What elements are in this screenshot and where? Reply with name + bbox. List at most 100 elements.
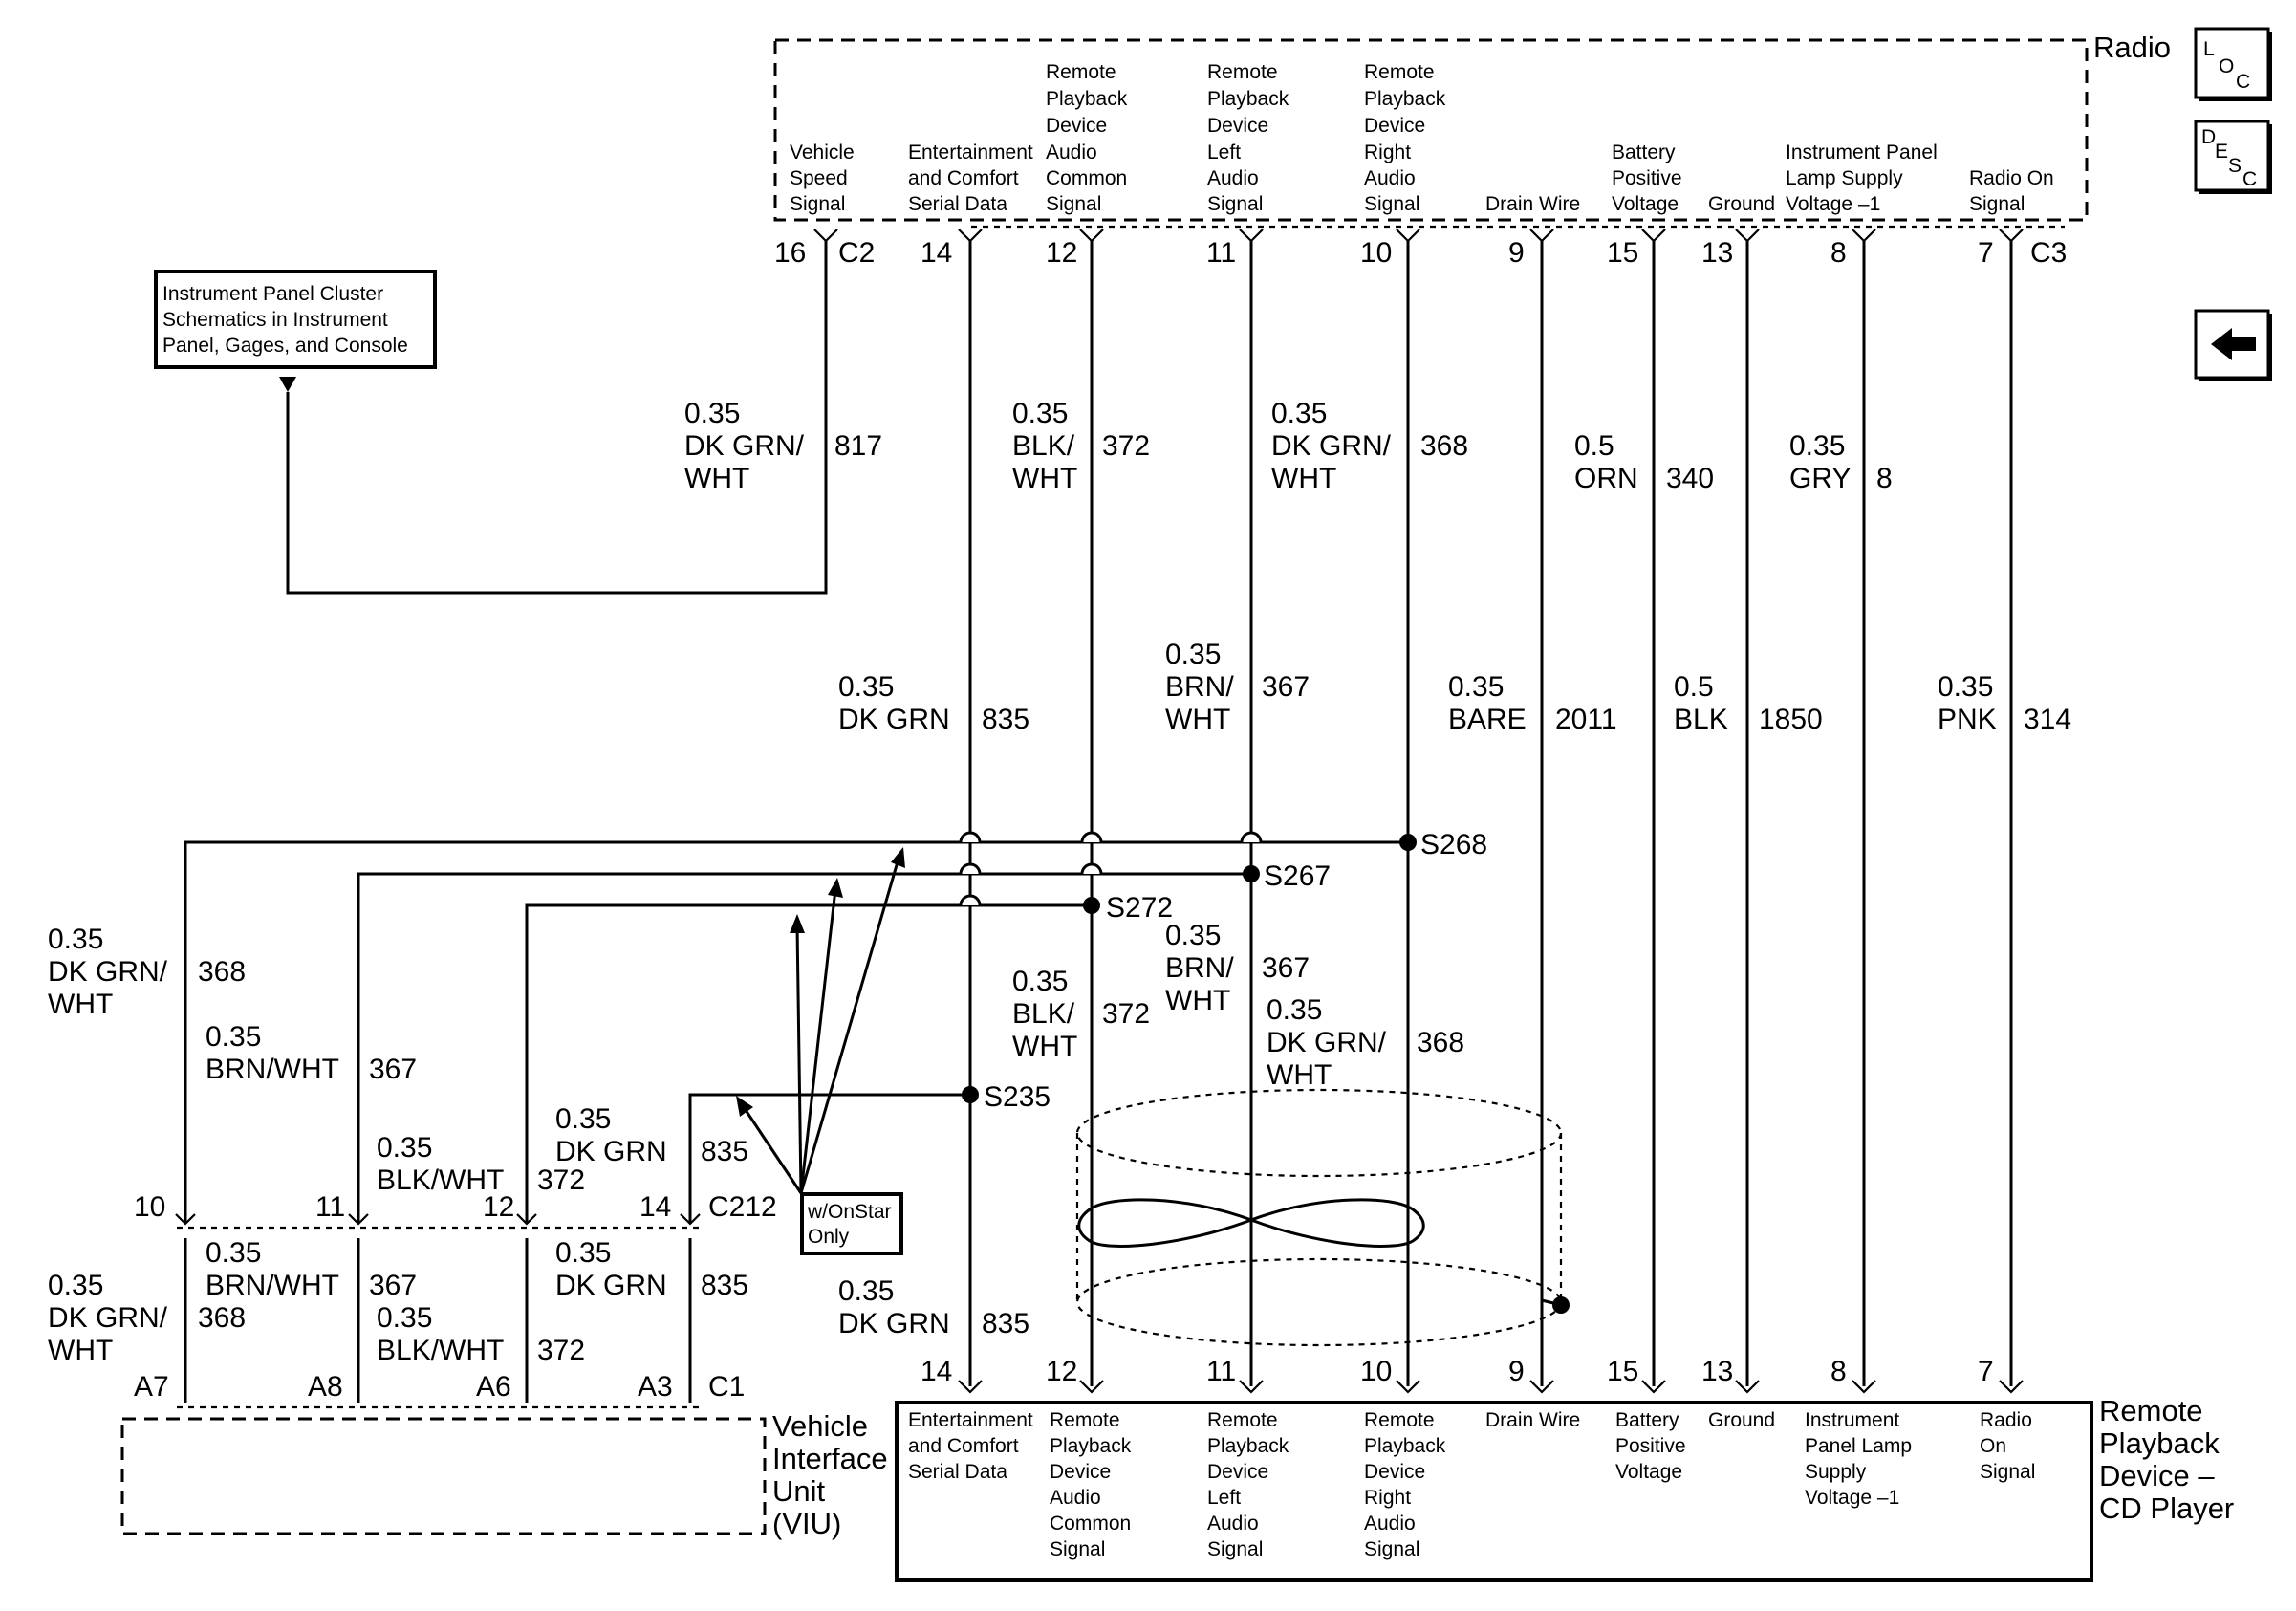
c212-pin-number: 12	[483, 1191, 514, 1223]
onstar-note-box	[800, 1192, 903, 1255]
onstar-pointers	[742, 858, 900, 1194]
radio-outline	[773, 38, 2089, 222]
arrow-down-icon	[279, 377, 296, 392]
splice-label: S235	[984, 1081, 1051, 1113]
cd-pin-number: 9	[1508, 1356, 1525, 1387]
wire-circuit: 835	[982, 1308, 1029, 1339]
wire-372-branch	[525, 903, 1092, 1224]
wire-circuit: 372	[1102, 430, 1150, 462]
radio-connector-c3: C3	[2030, 237, 2067, 269]
cd-pin-label: Drain Wire	[1485, 1409, 1580, 1431]
wire-circuit: 372	[1102, 998, 1150, 1030]
loc-letter: L	[2203, 38, 2215, 60]
shield-bottom-ellipse	[1075, 1257, 1563, 1347]
wire-circuit: 367	[1262, 671, 1310, 703]
radio-pin-number: 13	[1701, 237, 1733, 269]
cd-pin-number: 14	[921, 1356, 952, 1387]
radio-pin-number: 9	[1508, 237, 1525, 269]
cd-pin-number: 11	[1206, 1356, 1236, 1387]
wire-817	[286, 241, 828, 595]
wire-circuit: 835	[982, 704, 1029, 735]
desc-letter: C	[2242, 168, 2257, 190]
wire-367-branch	[357, 872, 1251, 1224]
radio-pin-number: 14	[921, 237, 952, 269]
loc-button[interactable]: L O C	[2194, 27, 2272, 101]
radio-pin-label: Drain Wire	[1485, 193, 1580, 215]
splice-label: S272	[1106, 892, 1173, 924]
wire-circuit: 835	[701, 1136, 748, 1167]
cd-pin-label: Ground	[1708, 1409, 1775, 1431]
loc-letter: C	[2236, 71, 2250, 93]
c212-pin-number: 10	[134, 1191, 165, 1223]
radio-pin-number: 8	[1830, 237, 1847, 269]
splice-node	[962, 1086, 979, 1103]
radio-connector-c2: C2	[838, 237, 875, 269]
wire-circuit: 1850	[1759, 704, 1823, 735]
viu-connector: C1	[708, 1371, 745, 1403]
cd-pin-number: 7	[1978, 1356, 1994, 1387]
cd-pin-number: 12	[1046, 1356, 1077, 1387]
arrow-left-icon	[2211, 328, 2256, 360]
cd-pin-number: 13	[1701, 1356, 1733, 1387]
back-button[interactable]	[2194, 309, 2272, 381]
shield-cable	[1075, 1088, 1570, 1347]
wire-circuit: 8	[1876, 463, 1893, 494]
cd-pin-number: 8	[1830, 1356, 1847, 1387]
c212-pin-number: 11	[315, 1191, 345, 1223]
cd-terminals	[958, 1380, 2024, 1394]
wire-circuit: 817	[834, 430, 882, 462]
viu-pin-number: A8	[308, 1371, 343, 1403]
wire-circuit: 368	[198, 956, 246, 988]
shield-top-ellipse	[1075, 1088, 1563, 1178]
wire-circuit: 367	[369, 1054, 417, 1085]
radio-pin-number: 10	[1360, 237, 1392, 269]
wires	[184, 241, 2013, 1403]
viu-pin-number: A3	[638, 1371, 673, 1403]
wire-circuit: 340	[1666, 463, 1714, 494]
desc-button[interactable]: D E S C	[2194, 120, 2272, 194]
ipc-reference-box	[154, 270, 437, 369]
cd-player-box	[895, 1401, 2093, 1582]
wire-circuit: 2011	[1555, 704, 1617, 735]
splice-label: S268	[1420, 829, 1487, 860]
wire-circuit: 368	[1420, 430, 1468, 462]
